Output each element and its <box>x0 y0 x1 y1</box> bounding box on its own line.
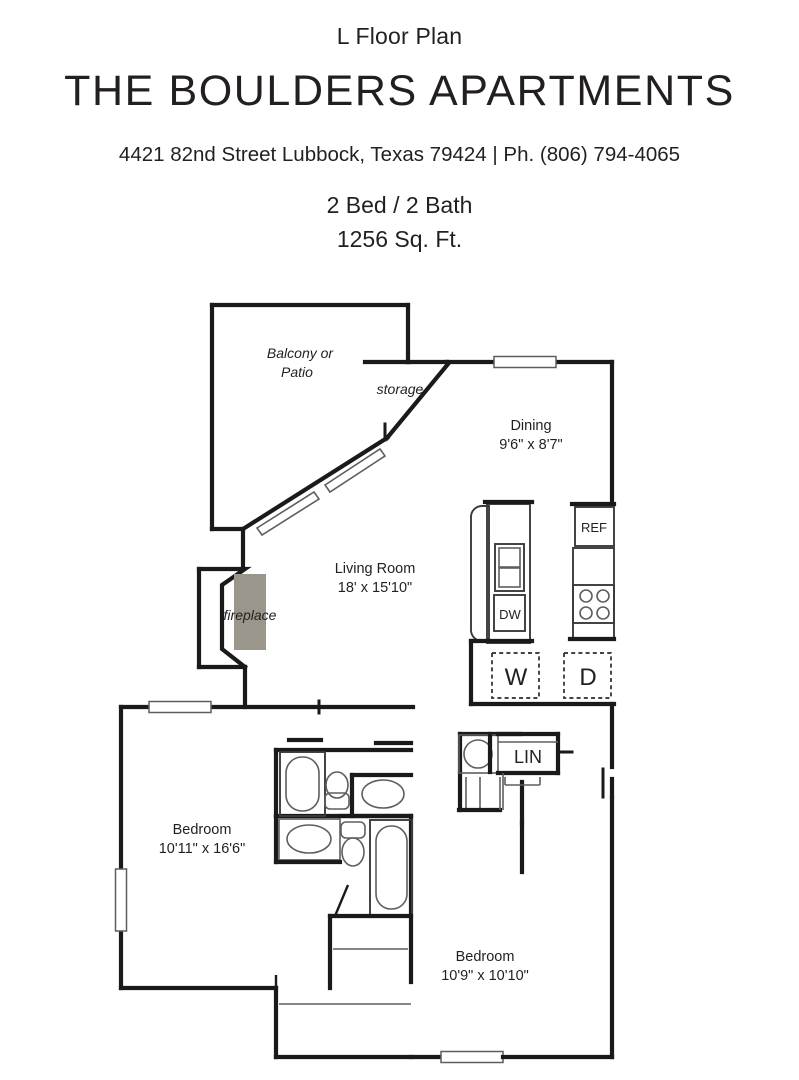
dishwasher-label: DW <box>499 607 521 622</box>
address-line: 4421 82nd Street Lubbock, Texas 79424 | … <box>118 143 681 167</box>
room-balcony-patio: Balcony or Patio storage <box>209 302 451 537</box>
floor-plan-svg: .w { stroke:#1a1a1a; stroke-width:4.2; f… <box>0 282 799 1080</box>
balcony-label-line2: Patio <box>281 364 313 380</box>
window-bedroom-left <box>114 868 128 932</box>
dryer-outline <box>563 652 612 699</box>
bedroom-left-label: Bedroom <box>173 822 232 838</box>
floor-plan-drawing: .w { stroke:#1a1a1a; stroke-width:4.2; f… <box>0 282 799 1080</box>
kitchen-area: DW REF <box>468 499 617 800</box>
range-cooktop <box>567 547 617 642</box>
storage-label: storage <box>377 381 424 397</box>
sliding-door-panels <box>255 447 387 537</box>
washer-label: W <box>505 664 528 691</box>
toilet-lower <box>340 821 366 867</box>
fireplace-hearth <box>234 574 266 650</box>
room-bedroom-right: Bedroom 10'9" x 10'10" <box>408 794 615 1064</box>
hall-linen: LIN <box>456 731 574 875</box>
window-living-lower <box>148 700 212 714</box>
washer-outline <box>491 652 540 699</box>
living-room-dimensions: 18' x 15'10" <box>338 580 412 596</box>
toilet-upper <box>324 771 350 810</box>
room-dining: Dining 9'6" x 8'7" <box>444 355 615 506</box>
laundry-closet: W D <box>468 638 617 707</box>
beds-baths: 2 Bed / 2 Bath <box>326 192 473 219</box>
dryer-label: D <box>579 664 596 691</box>
dining-dimensions: 9'6" x 8'7" <box>499 437 562 453</box>
hall-wall-upper <box>118 664 416 991</box>
page-header: L Floor Plan THE BOULDERS APARTMENTS 442… <box>0 0 799 251</box>
bedroom-left-dimensions: 10'11" x 16'6" <box>159 841 246 857</box>
bedroom-right-dimensions: 10'9" x 10'10" <box>441 968 529 984</box>
room-living: fireplace Living Room 18' x 15'10" <box>196 526 416 670</box>
dining-label: Dining <box>510 418 551 434</box>
refrigerator: REF <box>569 501 617 547</box>
balcony-label-line1: Balcony or <box>267 345 334 361</box>
living-room-label: Living Room <box>335 561 416 577</box>
vanity-lower-left <box>273 813 343 865</box>
bathtub-upper <box>279 751 326 817</box>
dishwasher: DW <box>493 594 526 632</box>
fireplace-label: fireplace <box>224 607 277 623</box>
linen-closet: LIN <box>495 731 574 776</box>
bedroom-right-label: Bedroom <box>456 949 515 965</box>
square-feet: 1256 Sq. Ft. <box>336 226 463 253</box>
sink-fixture <box>494 543 525 592</box>
vanity-upper <box>349 772 414 819</box>
page-title: THE BOULDERS APARTMENTS <box>64 67 735 116</box>
plan-background <box>0 282 799 1080</box>
window-dining-top <box>493 355 557 369</box>
bathroom-lower <box>273 813 414 1060</box>
plan-name: L Floor Plan <box>336 23 463 49</box>
window-bedroom-right <box>440 1050 504 1064</box>
refrigerator-label: REF <box>581 520 607 535</box>
linen-closet-label: LIN <box>514 747 542 767</box>
